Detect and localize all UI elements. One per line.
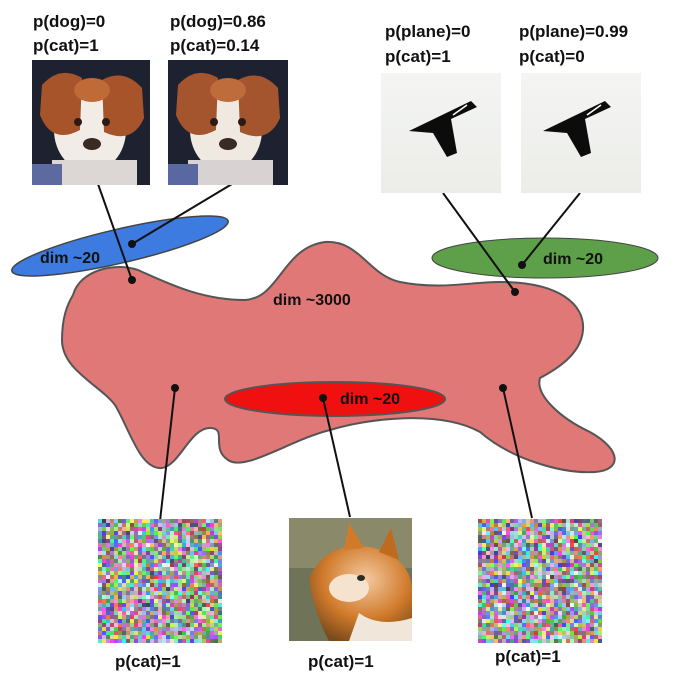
plane-adversarial-prob-line1: p(plane)=0.99: [519, 22, 628, 41]
dot-noise-left: [171, 384, 179, 392]
large-region-label: dim ~3000: [273, 292, 351, 309]
blue-region-label: dim ~20: [40, 250, 100, 267]
dot-dog-adversarial: [128, 240, 136, 248]
dog-image-original: [32, 60, 150, 185]
large-region-shape: [60, 240, 616, 474]
dot-plane-original: [511, 288, 519, 296]
plane-original-prob-line2: p(cat)=1: [385, 47, 451, 66]
plane-image-original: [381, 73, 501, 193]
connector-dots: [128, 240, 526, 402]
cat-image: [289, 518, 412, 641]
noise-right-prob: p(cat)=1: [495, 647, 561, 666]
plane-adversarial-prob-line2: p(cat)=0: [519, 47, 585, 66]
noise-left-prob: p(cat)=1: [115, 652, 181, 671]
green-region-label: dim ~20: [543, 251, 603, 268]
connector-plane-adversarial: [521, 192, 581, 266]
connector-noise-left: [159, 387, 176, 522]
connector-lines: [97, 183, 581, 522]
dot-noise-right: [499, 384, 507, 392]
dog-original-prob-line2: p(cat)=1: [33, 36, 99, 55]
connector-dog-adversarial: [131, 183, 233, 245]
red-region-ellipse: [224, 381, 446, 417]
connector-noise-right: [502, 387, 533, 519]
connector-cat-photo: [322, 397, 351, 518]
connector-dog-original: [97, 183, 133, 281]
dog-adversarial-prob-line1: p(dog)=0.86: [170, 12, 266, 31]
dot-plane-adversarial: [518, 261, 526, 269]
dog-image-adversarial: [168, 60, 288, 185]
plane-original-prob-line1: p(plane)=0: [385, 22, 471, 41]
dog-adversarial-prob-line2: p(cat)=0.14: [170, 36, 260, 55]
dog-original-prob-line1: p(dog)=0: [33, 12, 105, 31]
plane-image-adversarial: [521, 73, 641, 193]
noise-image-right: [478, 519, 602, 643]
cat-photo-prob: p(cat)=1: [308, 652, 374, 671]
dot-cat-photo: [319, 394, 327, 402]
dot-dog-original: [128, 276, 136, 284]
connector-plane-original: [442, 192, 516, 293]
noise-image-left: [98, 519, 222, 643]
red-region-label: dim ~20: [340, 391, 400, 408]
